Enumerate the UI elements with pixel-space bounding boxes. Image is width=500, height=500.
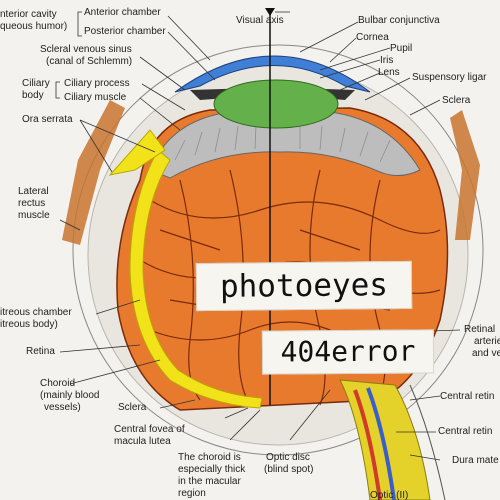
retina (129, 149, 263, 409)
label-lateral-rectus-line3: muscle (18, 210, 50, 221)
label-choroid-line1: Choroid (40, 378, 76, 389)
label-vitreous-chamber: itreous chamber (0, 307, 72, 318)
label-choroid-line2: (mainly blood (40, 390, 100, 401)
label-ciliary-muscle: Ciliary muscle (64, 92, 127, 103)
sticker-404error: 404error (261, 329, 435, 375)
label-retinal-arteries-line2: arteries (474, 336, 500, 347)
label-retinal-arteries-line3: and vei (472, 348, 500, 359)
label-optic-disc-line1: Optic disc (266, 452, 310, 463)
medial-rectus-muscle (450, 110, 480, 240)
label-lateral-rectus-line1: Lateral (18, 186, 49, 197)
ciliary-body (149, 111, 421, 179)
label-sclera-bottom: Sclera (118, 402, 147, 413)
label-lens: Lens (378, 67, 400, 78)
label-choroid-line3: vessels) (44, 402, 81, 413)
label-ciliary-body-line1: Ciliary (22, 78, 50, 89)
label-anterior-cavity-line2: queous humor) (0, 21, 68, 32)
label-bulbar-conjunctiva: Bulbar conjunctiva (358, 15, 440, 26)
label-ciliary-process: Ciliary process (64, 78, 130, 89)
ciliary-fibers (174, 124, 391, 163)
retina-arrow (108, 129, 166, 176)
label-iris: Iris (380, 55, 394, 66)
central-retinal-artery (353, 389, 382, 500)
sclera-outline (72, 44, 484, 456)
visual-axis-arrow (265, 8, 275, 16)
label-central-fovea-line1: Central fovea of (114, 424, 185, 435)
label-optic-nerve-bottom: Optic (II) (370, 490, 409, 500)
label-central-retinal-vein: Central retin (438, 426, 493, 437)
label-lateral-rectus-line2: rectus (18, 198, 46, 209)
label-anterior-chamber: Anterior chamber (84, 7, 161, 18)
label-visual-axis: Visual axis (236, 15, 284, 26)
label-central-retinal-artery: Central retin (440, 391, 495, 402)
label-ciliary-body-line2: body (22, 90, 44, 101)
label-retina: Retina (26, 346, 55, 357)
label-vitreous-body: itreous body) (0, 319, 58, 330)
label-scleral-venous-sinus: Scleral venous sinus (40, 44, 132, 55)
label-retinal-arteries-line1: Retinal (464, 324, 496, 335)
label-choroid-thick-line4: region (178, 488, 206, 499)
lateral-rectus-muscle (62, 100, 125, 245)
dura-mater-outline (409, 384, 446, 500)
cornea (174, 55, 371, 93)
label-central-fovea-line2: macula lutea (114, 436, 171, 447)
sticker-photoeyes: photoeyes (195, 260, 413, 312)
label-posterior-chamber: Posterior chamber (84, 26, 166, 37)
label-canal-of-schlemm: (canal of Schlemm) (46, 56, 133, 67)
label-ora-serrata: Ora serrata (22, 114, 73, 125)
label-pupil: Pupil (390, 43, 413, 54)
label-sclera-right: Sclera (442, 95, 471, 106)
label-choroid-thick-line1: The choroid is (178, 452, 241, 463)
leader-lines (55, 11, 461, 461)
lens (213, 79, 339, 129)
label-cornea: Cornea (356, 32, 389, 43)
label-dura-mater: Dura mate (452, 455, 499, 466)
central-retinal-vein (366, 387, 396, 500)
label-suspensory-ligament: Suspensory ligar (412, 72, 487, 83)
label-optic-disc-line2: (blind spot) (264, 464, 314, 475)
label-choroid-thick-line2: especially thick (178, 464, 246, 475)
label-choroid-thick-line3: in the macular (178, 476, 241, 487)
label-anterior-cavity-line1: nterior cavity (0, 9, 57, 20)
